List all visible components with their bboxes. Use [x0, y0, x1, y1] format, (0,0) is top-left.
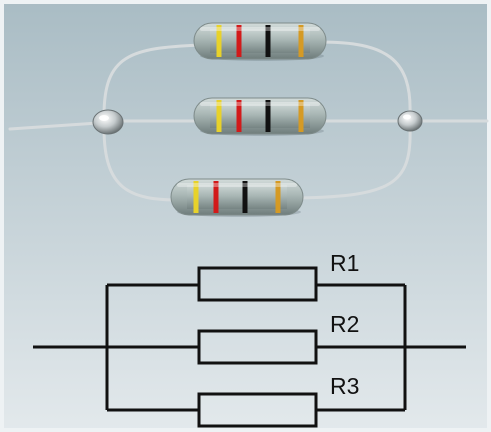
junction-left [92, 109, 124, 135]
band-red [236, 25, 242, 57]
resistor-r1-symbol [197, 266, 318, 302]
band-gold [298, 25, 304, 57]
circuit-schematic [33, 266, 466, 428]
resistor-body-center [210, 104, 310, 128]
band-red [213, 181, 219, 213]
band-black [265, 100, 271, 132]
band-black [242, 181, 248, 213]
resistors [170, 22, 327, 217]
resistor-highlight [200, 27, 320, 31]
band-yellow [193, 181, 199, 213]
label-r1: R1 [330, 250, 359, 276]
resistor-highlight [200, 102, 320, 106]
resistor-r3-symbol [197, 392, 318, 428]
resistor-top [193, 22, 327, 61]
left-lead-wire [8, 121, 100, 131]
label-r2: R2 [330, 311, 359, 337]
band-gold [275, 181, 281, 213]
resistor-highlight [177, 183, 297, 187]
resistor-middle [193, 97, 327, 136]
band-red [236, 100, 242, 132]
label-r3: R3 [330, 373, 359, 399]
band-yellow [216, 25, 222, 57]
resistor-body-center [187, 185, 287, 209]
resistor-bottom [170, 178, 304, 217]
resistor-r2-symbol [197, 329, 318, 365]
junction-right [397, 110, 423, 132]
band-black [265, 25, 271, 57]
band-yellow [216, 100, 222, 132]
band-gold [298, 100, 304, 132]
resistor-body-center [210, 29, 310, 53]
